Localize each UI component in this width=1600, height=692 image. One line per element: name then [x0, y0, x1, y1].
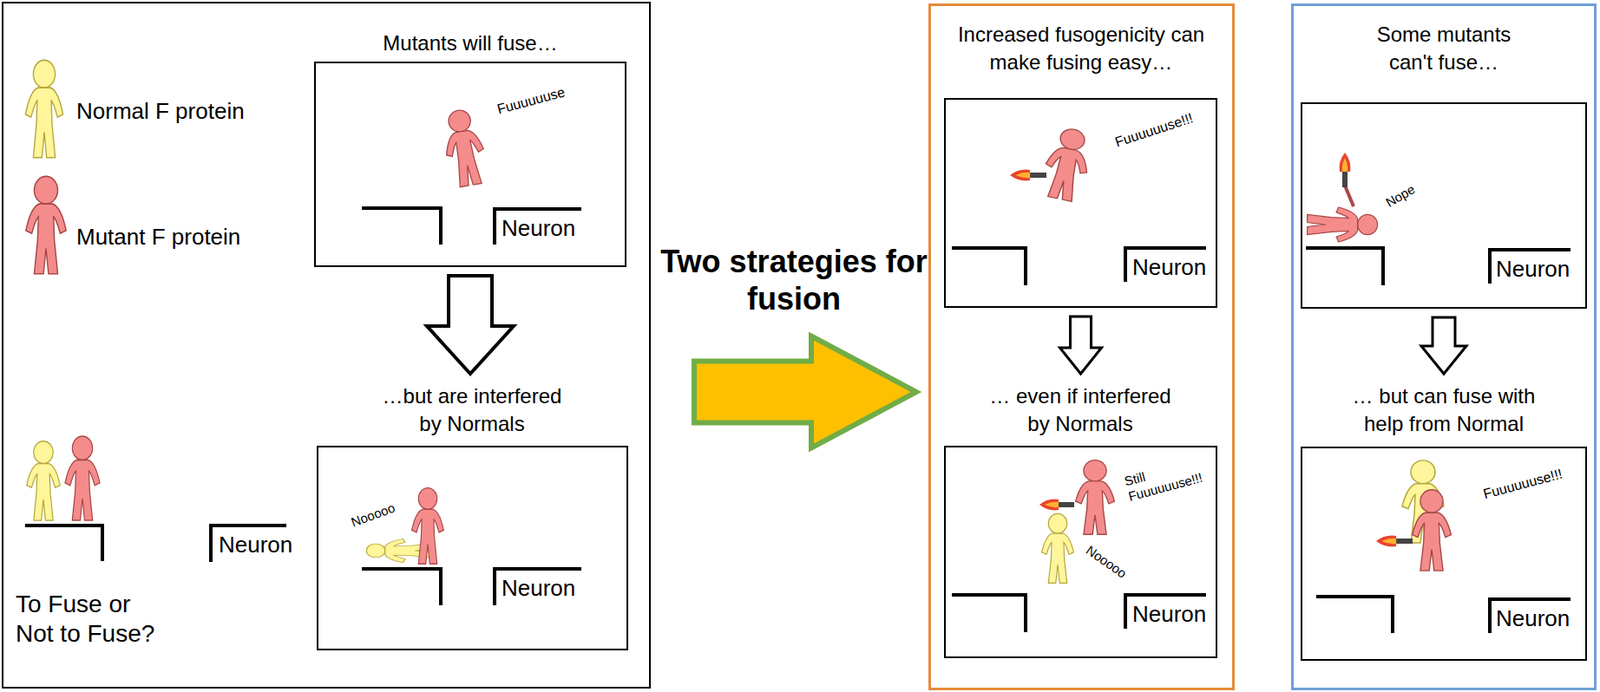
panel: Normal F proteinMutant F proteinNeuronTo…: [1, 1, 651, 689]
speech-text: Nope: [1383, 181, 1418, 211]
body-text: Mutant F protein: [76, 223, 241, 251]
frame-box: [314, 61, 627, 268]
body-text: To Fuse or Not to Fuse?: [15, 590, 168, 649]
figures: [25, 59, 1451, 584]
platform-lines: [25, 208, 1571, 634]
body-text: Neuron: [1132, 601, 1207, 629]
panel: Some mutants can't fuse…NopeNeuron… but …: [1291, 3, 1597, 691]
heading-text: … but can fuse with help from Normal: [1339, 382, 1548, 440]
heading-text: Mutants will fuse…: [314, 31, 627, 57]
speech-text: Fuuuuuuse!!!: [1481, 465, 1564, 504]
scene-box: …but are interfered by NormalsNoooooNeur…: [316, 382, 629, 651]
body-text: Neuron: [1495, 605, 1570, 633]
body-text: Neuron: [218, 531, 293, 559]
body-text: Neuron: [1495, 255, 1570, 283]
body-text: Normal F protein: [76, 98, 245, 125]
panel: Increased fusogenicity can make fusing e…: [928, 3, 1235, 691]
scene-box: Mutants will fuse… FuuuuuuseNeuron: [314, 29, 627, 268]
hollow-arrow: [426, 275, 514, 374]
speech-text: Nooooo: [1082, 543, 1129, 583]
speech-text: Still Fuuuuuuse!!!: [1122, 452, 1212, 505]
scene-box: Fuuuuuuse!!! Neuron: [944, 98, 1218, 309]
hollow-arrow: [1060, 316, 1102, 374]
body-text: Neuron: [501, 575, 576, 603]
body-text: Neuron: [1132, 254, 1207, 282]
body-text: Neuron: [501, 215, 576, 243]
heading-text: … even if interfered by Normals: [979, 382, 1181, 440]
speech-text: Fuuuuuuse: [495, 83, 567, 118]
heading-text: Increased fusogenicity can make fusing e…: [950, 20, 1212, 78]
frame-box: [316, 445, 629, 651]
scene-box: … but can fuse with help from NormalFuuu…: [1300, 382, 1587, 662]
scene-box: NopeNeuron: [1300, 102, 1587, 309]
speech-text: Fuuuuuuse!!!: [1113, 109, 1196, 151]
scene-box: … even if interfered by NormalsStill Fuu…: [944, 382, 1218, 659]
hollow-arrow: [1421, 317, 1467, 374]
heading-text: …but are interfered by Normals: [369, 382, 575, 440]
strategy-label: Two strategies for fusion: [659, 242, 929, 318]
speech-text: Nooooo: [348, 500, 398, 532]
block-arrow: [694, 336, 917, 449]
heading-text: Some mutants can't fuse…: [1365, 20, 1522, 78]
